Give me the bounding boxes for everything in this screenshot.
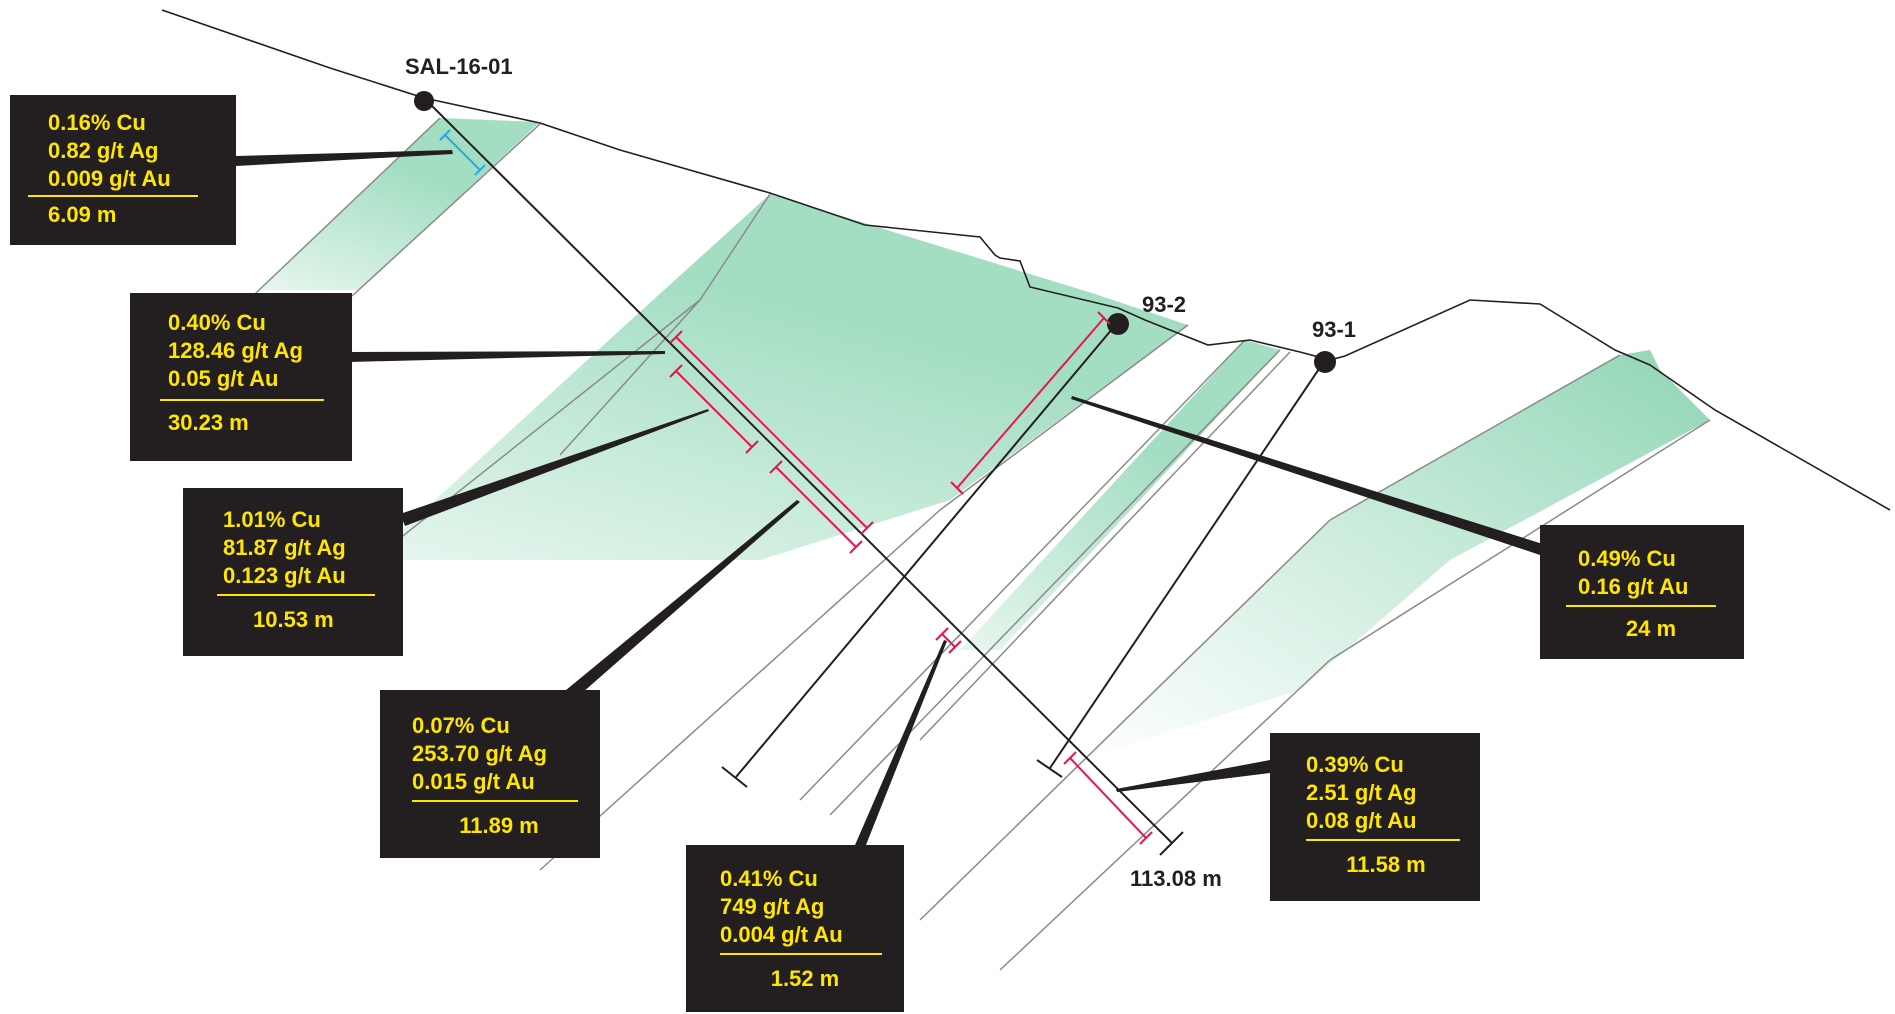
assay-line: 0.07% Cu [412,713,510,738]
leader-i5 [852,640,947,855]
assay-line: 1.01% Cu [223,507,321,532]
collar-label-sal-16-01: SAL-16-01 [405,54,513,79]
assay-box-i5: 0.41% Cu 749 g/t Ag 0.004 g/t Au 1.52 m [686,845,904,1012]
hole-end-93-1 [1036,759,1063,778]
leader-i2 [350,351,665,362]
leader-i4 [560,500,800,700]
collar-label-93-2: 93-2 [1142,292,1187,317]
drill-trace-93-2 [735,321,1119,778]
divider [1306,839,1460,841]
assay-line: 0.40% Cu [168,310,266,335]
intercept-length: 11.89 m [459,813,539,838]
zone-right [1080,350,1710,760]
collar-sal-16-01 [414,91,434,111]
intercept-marker-i6 [1063,751,1153,845]
intercept-length: 1.52 m [770,966,840,991]
intercept-marker-i1 [439,129,486,176]
assay-line: 0.05 g/t Au [168,366,279,391]
collar-93-1 [1314,351,1336,373]
assay-box-i1: 0.16% Cu 0.82 g/t Ag 0.009 g/t Au 6.09 m [10,95,236,245]
intercept-markers [439,129,1153,845]
assay-line: 2.51 g/t Ag [1306,780,1417,805]
intercept-marker-i4 [769,460,863,554]
intercept-marker-i3 [669,364,759,454]
assay-line: 0.39% Cu [1306,752,1404,777]
drill-holes [423,97,1326,856]
zone-boundaries [209,117,1711,971]
assay-line: 0.004 g/t Au [720,922,843,947]
intercept-marker-i5 [935,627,962,654]
zone-central [370,194,1188,560]
assay-line: 0.82 g/t Ag [48,138,159,163]
assay-line: 81.87 g/t Ag [223,535,346,560]
divider [28,195,198,197]
divider [217,594,375,596]
assay-line: 0.16% Cu [48,110,146,135]
assay-line: 253.70 g/t Ag [412,741,547,766]
leader-i7 [1071,396,1546,555]
intercept-length: 11.58 m [1346,852,1426,877]
topography-surface [161,9,1891,511]
assay-line: 0.123 g/t Au [223,563,346,588]
zone-upper-left [260,118,540,290]
leader-lines [236,150,1546,855]
hole-end-93-2 [721,766,748,788]
divider [720,953,882,955]
divider [412,800,578,802]
divider [1566,605,1716,607]
intercept-length: 6.09 m [48,202,117,227]
leader-i1 [236,150,453,166]
mineralized-zones [260,118,1710,760]
assay-box-i7: 0.49% Cu 0.16 g/t Au 24 m [1540,525,1744,659]
intercept-length: 10.53 m [253,607,334,632]
leader-i3 [400,409,709,526]
assay-line: 128.46 g/t Ag [168,338,303,363]
intercept-length: 30.23 m [168,410,249,435]
assay-line: 0.009 g/t Au [48,166,171,191]
collar-label-93-1: 93-1 [1312,317,1357,342]
intercept-marker-i2 [669,330,874,535]
divider [160,399,324,401]
assay-line: 749 g/t Ag [720,894,825,919]
zone-narrow-1 [960,340,1280,650]
assay-line: 0.49% Cu [1578,546,1676,571]
leader-i6 [1116,760,1270,792]
assay-box-i2: 0.40% Cu 128.46 g/t Ag 0.05 g/t Au 30.23… [130,293,352,461]
assay-line: 0.08 g/t Au [1306,808,1417,833]
end-of-hole-depth-label: 113.08 m [1130,866,1222,891]
intercept-length: 24 m [1625,616,1677,641]
collar-93-2 [1107,313,1129,335]
drill-trace-93-1 [1049,359,1326,769]
hole-end-sal-16-01 [1159,831,1184,856]
assay-line: 0.015 g/t Au [412,769,535,794]
assay-box-i3: 1.01% Cu 81.87 g/t Ag 0.123 g/t Au 10.53… [183,488,403,656]
assay-box-i6: 0.39% Cu 2.51 g/t Ag 0.08 g/t Au 11.58 m [1270,733,1480,901]
intercept-marker-i7 [950,311,1111,495]
assay-line: 0.16 g/t Au [1578,574,1689,599]
assay-box-i4: 0.07% Cu 253.70 g/t Ag 0.015 g/t Au 11.8… [380,690,600,858]
drill-trace-sal-16-01 [423,97,1173,844]
assay-line: 0.41% Cu [720,866,818,891]
